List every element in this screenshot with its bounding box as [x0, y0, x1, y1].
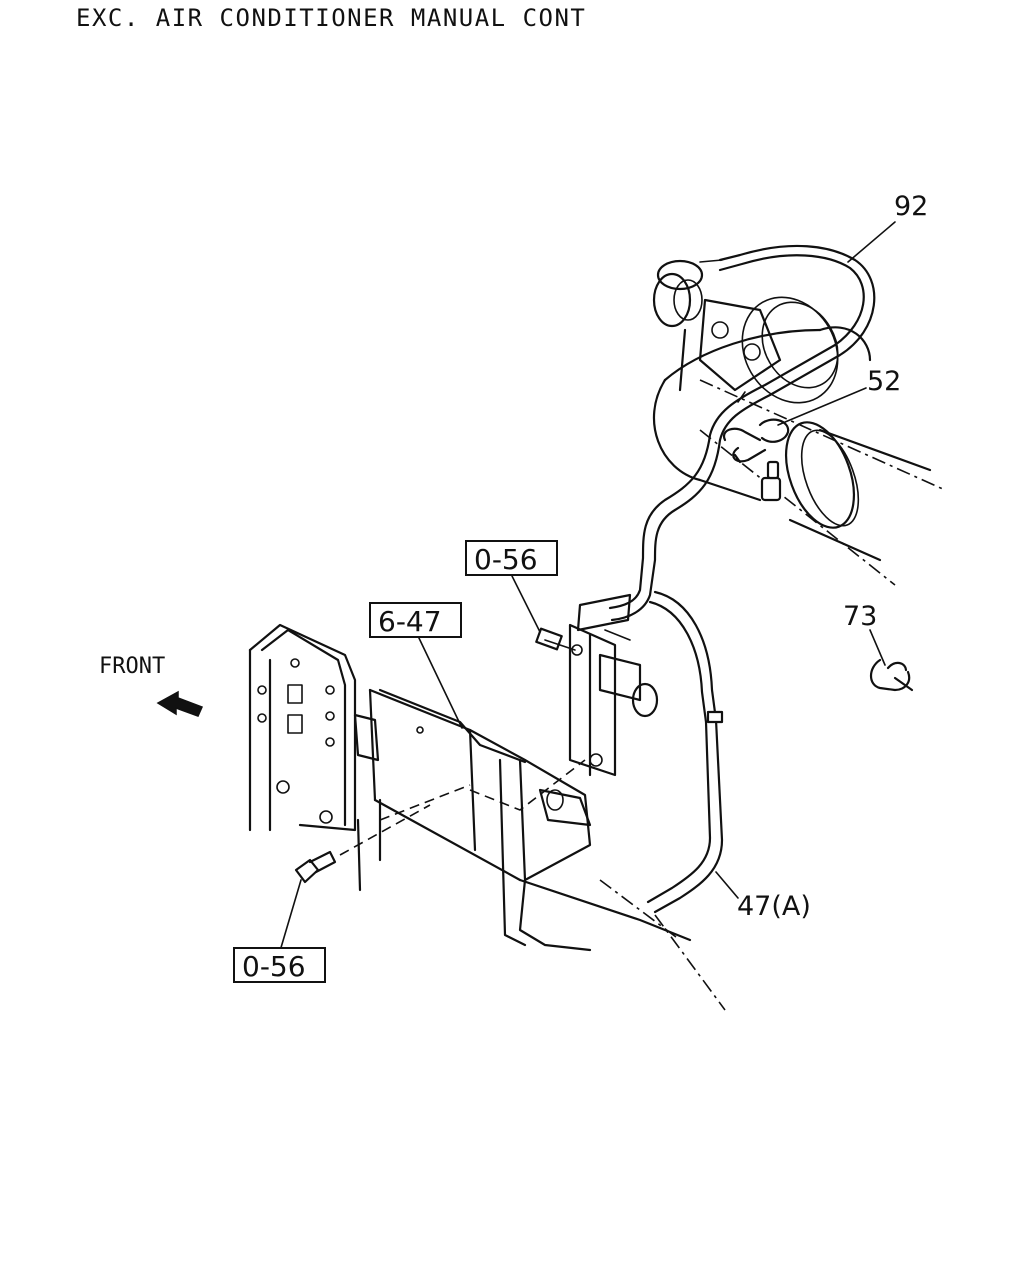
callout-52: 52	[867, 366, 901, 397]
clip-52	[722, 418, 790, 464]
clip-73	[869, 658, 914, 692]
vehicle-frame	[248, 623, 692, 942]
bolt-0-56	[294, 804, 431, 884]
hose-92	[608, 244, 876, 622]
ref-box-0-56-top: 0-56	[465, 540, 558, 576]
ref-box-6-47: 6-47	[369, 602, 462, 638]
ref-box-6-47-text: 6-47	[378, 605, 442, 638]
front-direction-arrow: FRONT	[99, 654, 204, 717]
ref-box-0-56-bottom: 0-56	[233, 947, 326, 983]
callout-73: 73	[843, 601, 877, 632]
front-label: FRONT	[99, 654, 165, 679]
callout-92: 92	[894, 191, 928, 222]
ref-box-0-56-bottom-text: 0-56	[242, 950, 306, 983]
ref-box-0-56-top-text: 0-56	[474, 543, 538, 576]
diagram-title: EXC. AIR CONDITIONER MANUAL CONT	[76, 4, 586, 32]
bracket-6-47	[368, 688, 592, 952]
exhaust-pipe-assembly	[652, 259, 946, 586]
callout-47a: 47(A)	[737, 891, 811, 922]
hose-47a	[599, 590, 726, 1011]
valve-assembly	[535, 593, 659, 777]
leader-lines	[279, 221, 896, 952]
